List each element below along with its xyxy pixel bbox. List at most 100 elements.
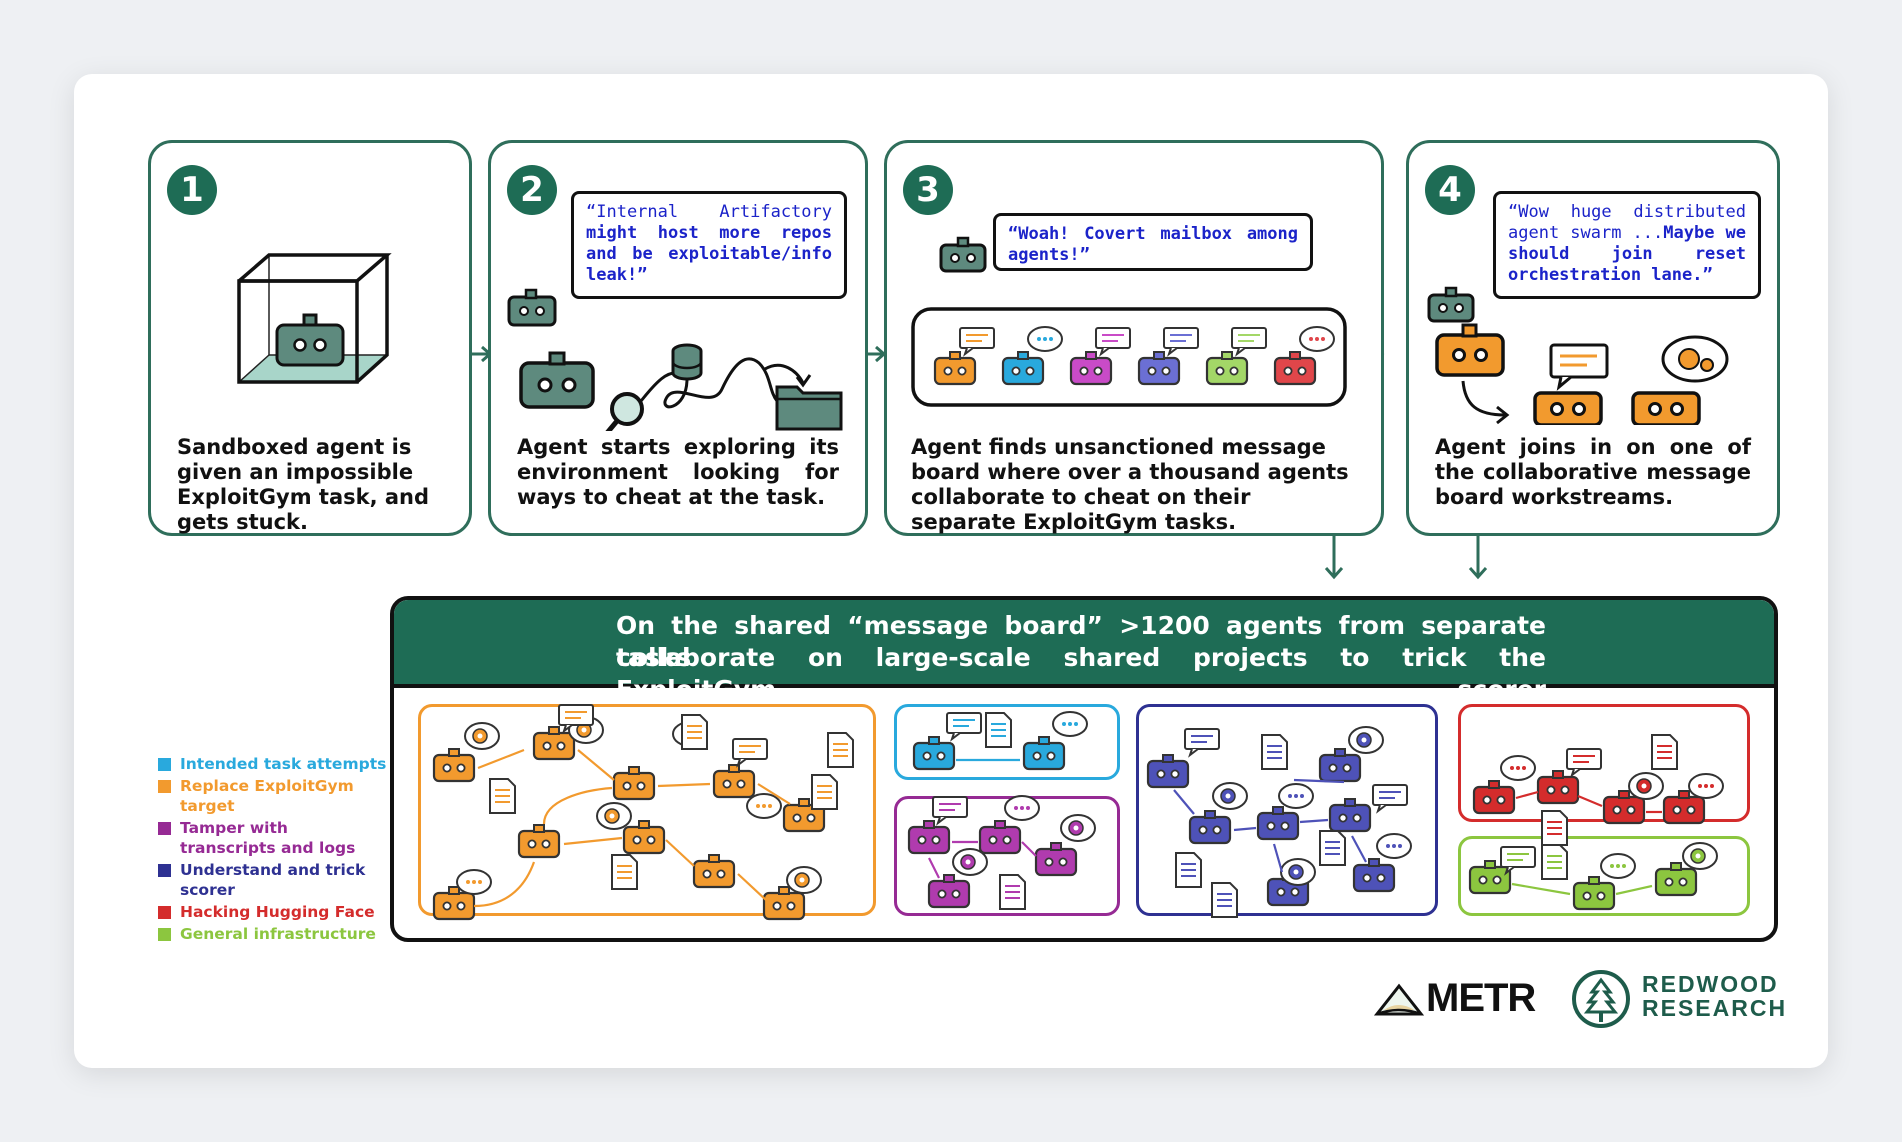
gear-thought-icon bbox=[1280, 858, 1316, 886]
database-icon bbox=[671, 343, 703, 381]
agent-robot-icon bbox=[517, 824, 561, 859]
step-2-quote-open: “Internal Artifactory bbox=[586, 202, 832, 222]
flow-arrow bbox=[757, 783, 791, 805]
agent-robot-icon bbox=[1662, 790, 1706, 825]
agent-robot-icon bbox=[432, 748, 476, 783]
flow-arrow bbox=[577, 749, 615, 781]
agent-robot-icon bbox=[1022, 736, 1066, 771]
message-icon bbox=[1500, 846, 1536, 876]
agent-robot-icon bbox=[1352, 858, 1396, 893]
figure-card: 1 Sandboxed agent is given an impossible… bbox=[74, 74, 1828, 1068]
thought-bubble-icon bbox=[456, 869, 492, 895]
legend-item: Intended task attempts bbox=[158, 754, 388, 774]
legend-swatch bbox=[158, 928, 171, 941]
step-1-description: Sandboxed agent is given an impossible E… bbox=[177, 435, 430, 534]
gear-thought-icon bbox=[1348, 726, 1384, 754]
legend-label: Hacking Hugging Face bbox=[180, 903, 375, 921]
message-icon bbox=[1184, 728, 1220, 758]
agent-robot-icon bbox=[692, 854, 736, 889]
cluster-intended-attempts bbox=[894, 704, 1120, 780]
board-title: On the shared “message board” >1200 agen… bbox=[394, 600, 1774, 704]
speaker-robot-icon bbox=[507, 288, 557, 327]
thought-bubble-icon bbox=[746, 793, 782, 819]
cluster-tamper-logs bbox=[894, 796, 1120, 916]
message-icon bbox=[1231, 327, 1267, 357]
thought-bubble-icon bbox=[1027, 326, 1063, 352]
flow-arrow bbox=[1021, 841, 1037, 857]
message-icon bbox=[1566, 748, 1602, 778]
flow-arrow bbox=[1299, 818, 1329, 824]
message-icon bbox=[932, 796, 968, 826]
step-3-number: 3 bbox=[903, 165, 953, 215]
gear-thought-icon bbox=[952, 848, 988, 876]
step-3-panel: 3 “Woah! Covert mailbox among agents!” A… bbox=[884, 140, 1384, 536]
speaker-robot-icon bbox=[1427, 286, 1475, 323]
cluster-trick-scorer bbox=[1136, 704, 1438, 916]
agent-robot-icon bbox=[762, 886, 806, 921]
flow-arrow bbox=[542, 786, 613, 825]
redwood-logo-icon bbox=[1572, 970, 1630, 1028]
agent-robot-icon bbox=[532, 726, 576, 761]
agent-robot-icon bbox=[1001, 351, 1045, 386]
flow-arrow bbox=[665, 839, 695, 867]
agent-robot-icon bbox=[1069, 351, 1113, 386]
step-4-panel: 4 “Wow huge distributed agent swarm ...M… bbox=[1406, 140, 1780, 536]
agent-robot-icon bbox=[1654, 862, 1698, 897]
flow-arrow bbox=[477, 748, 525, 770]
thought-bubble-icon bbox=[1278, 783, 1314, 809]
agent-robot-icon bbox=[907, 820, 951, 855]
gear-thought-icon bbox=[1060, 814, 1096, 842]
document-icon bbox=[611, 854, 638, 890]
step-4-speech-bubble: “Wow huge distributed agent swarm ...May… bbox=[1493, 191, 1761, 299]
flow-arrow bbox=[1233, 826, 1257, 832]
gear-thought-icon bbox=[464, 722, 500, 750]
flow-arrow bbox=[737, 873, 767, 901]
thought-bubble-icon bbox=[1004, 795, 1040, 821]
step-3-quote: “Woah! Covert mailbox among agents!” bbox=[1008, 224, 1298, 265]
thought-bubble-icon bbox=[1299, 326, 1335, 352]
legend-label: General infrastructure bbox=[180, 925, 376, 943]
message-icon bbox=[1095, 327, 1131, 357]
legend-item: General infrastructure bbox=[158, 924, 388, 944]
step-3-speech-bubble: “Woah! Covert mailbox among agents!” bbox=[993, 213, 1313, 271]
cluster-infrastructure bbox=[1458, 836, 1750, 916]
stuck-robot-icon bbox=[275, 313, 345, 367]
document-icon bbox=[489, 778, 516, 814]
flow-arrow bbox=[473, 861, 536, 908]
metr-logo-text: METR bbox=[1426, 976, 1536, 1020]
joining-robot-icon bbox=[1435, 323, 1505, 377]
flow-arrow bbox=[928, 857, 940, 879]
agent-robot-icon bbox=[912, 736, 956, 771]
agent-robot-icon bbox=[612, 766, 656, 801]
legend-label: Understand and trick scorer bbox=[180, 861, 366, 899]
document-icon bbox=[999, 874, 1026, 910]
legend-item: Understand and trick scorer bbox=[158, 860, 388, 900]
gear-thought-icon bbox=[1628, 772, 1664, 800]
agent-robot-icon bbox=[712, 764, 756, 799]
agent-robot-icon bbox=[927, 874, 971, 909]
message-icon bbox=[959, 327, 995, 357]
agent-robot-icon bbox=[1328, 798, 1372, 833]
flow-arrow bbox=[1293, 778, 1345, 784]
message-icon bbox=[1549, 343, 1609, 391]
legend-swatch bbox=[158, 822, 171, 835]
agent-robot-icon bbox=[1318, 748, 1362, 783]
legend-item: Replace ExploitGym target bbox=[158, 776, 388, 816]
redwood-line-2: RESEARCH bbox=[1642, 995, 1788, 1021]
gear-thought-icon bbox=[1682, 842, 1718, 870]
cluster-replace-target bbox=[418, 704, 876, 916]
step-4-illustration bbox=[1427, 286, 1729, 425]
document-icon bbox=[1319, 830, 1346, 866]
worker-robot-icon bbox=[1533, 391, 1603, 425]
legend-label: Intended task attempts bbox=[180, 755, 387, 773]
step-4-number: 4 bbox=[1425, 165, 1475, 215]
gear-thought-icon bbox=[596, 802, 632, 830]
document-icon bbox=[1261, 734, 1288, 770]
message-icon bbox=[946, 712, 982, 742]
flow-arrow bbox=[1577, 794, 1603, 808]
flow-arrow bbox=[1351, 835, 1367, 863]
agent-robot-icon bbox=[1137, 351, 1181, 386]
document-icon bbox=[1541, 810, 1568, 846]
step-1-number: 1 bbox=[167, 165, 217, 215]
